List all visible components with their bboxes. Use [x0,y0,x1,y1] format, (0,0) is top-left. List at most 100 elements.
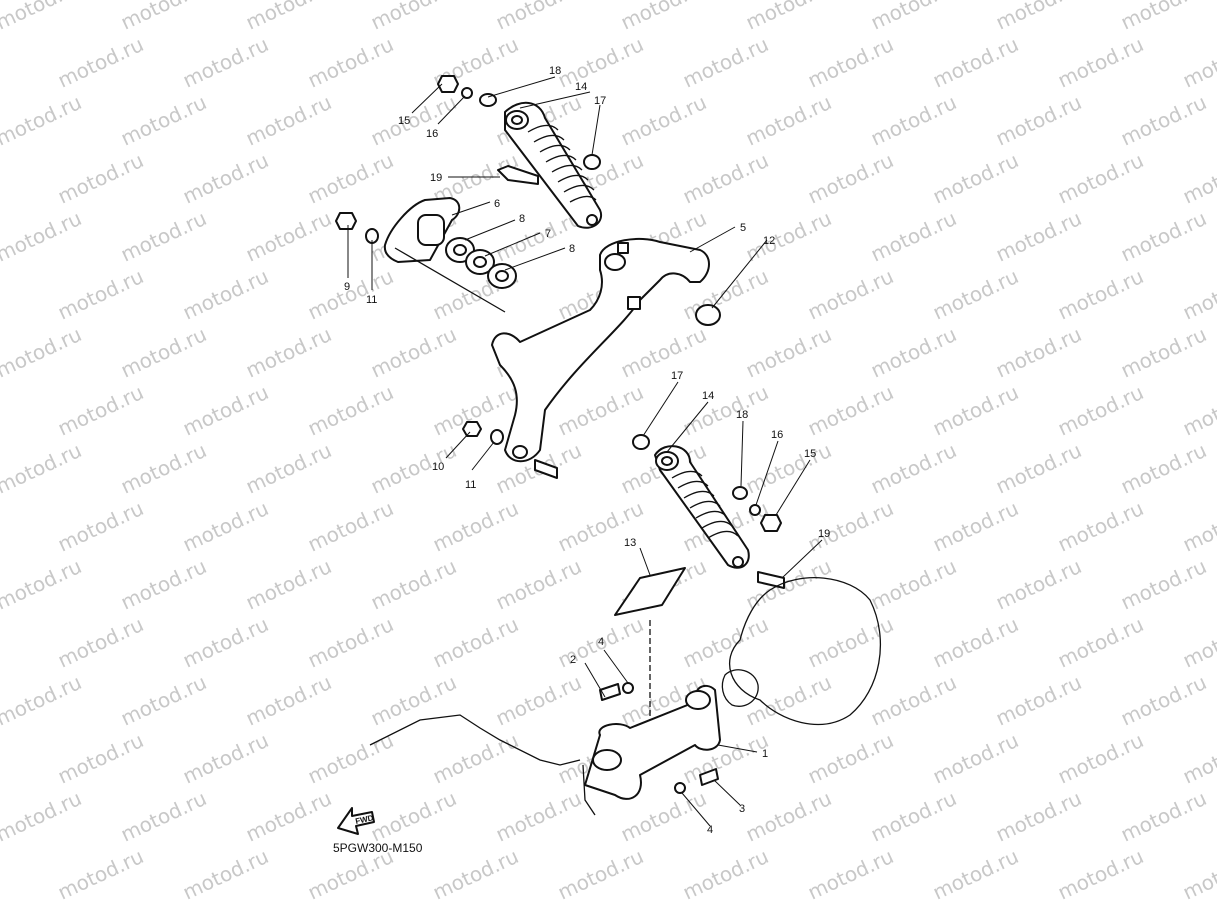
callout-11: 11 [465,479,476,491]
watermark-text: motod.ru [1054,844,1147,905]
watermark-text: motod.ru [929,380,1022,441]
watermark-text: motod.ru [54,728,147,789]
fwd-arrow-icon: FWD [337,807,375,835]
callout-18: 18 [549,65,561,77]
watermark-text: motod.ru [992,554,1085,615]
watermark-text: motod.ru [117,554,210,615]
watermark-text: motod.ru [1054,728,1147,789]
watermark-text: motod.ru [554,844,647,905]
watermark-text: motod.ru [1054,612,1147,673]
watermark-text: motod.ru [492,786,585,847]
watermark-text: motod.ru [179,728,272,789]
watermark-text: motod.ru [179,264,272,325]
watermark-text: motod.ru [304,148,397,209]
callout-14: 14 [575,81,587,93]
watermark-text: motod.ru [617,0,710,35]
callout-17: 17 [594,95,606,107]
watermark-text: motod.ru [1054,264,1147,325]
watermark-text: motod.ru [867,322,960,383]
watermark-text: motod.ru [117,90,210,151]
watermark-text: motod.ru [1117,90,1210,151]
watermark-text: motod.ru [117,0,210,35]
watermark-text: motod.ru [1179,844,1217,905]
rear-arm [462,237,721,479]
watermark-text: motod.ru [679,844,772,905]
watermark-text: motod.ru [367,786,460,847]
watermark-text: motod.ru [54,612,147,673]
watermark-text: motod.ru [0,90,85,151]
watermark-text: motod.ru [992,0,1085,35]
pivot-bracket-group [335,197,517,313]
watermark-text: motod.ru [992,322,1085,383]
watermark-text: motod.ru [554,32,647,93]
watermark-text: motod.ru [492,554,585,615]
watermark-text: motod.ru [929,844,1022,905]
watermark-text: motod.ru [304,496,397,557]
watermark-text: motod.ru [0,0,85,35]
callout-17: 17 [671,370,683,382]
watermark-text: motod.ru [179,32,272,93]
watermark-text: motod.ru [1179,264,1217,325]
callout-8: 8 [569,243,575,255]
callout-13: 13 [624,537,636,549]
watermark-text: motod.ru [679,148,772,209]
watermark-text: motod.ru [929,728,1022,789]
watermark-text: motod.ru [1117,438,1210,499]
watermark-text: motod.ru [54,844,147,905]
watermark-text: motod.ru [492,0,585,35]
watermark-text: motod.ru [1054,380,1147,441]
watermark-text: motod.ru [242,670,335,731]
watermark-text: motod.ru [804,380,897,441]
watermark-text: motod.ru [617,322,710,383]
watermark-text: motod.ru [867,554,960,615]
watermark-text: motod.ru [804,612,897,673]
watermark-text: motod.ru [1117,670,1210,731]
watermark-text: motod.ru [179,148,272,209]
callout-18: 18 [736,409,748,421]
callout-10: 10 [432,461,444,473]
callout-19: 19 [818,528,830,540]
watermark-text: motod.ru [804,32,897,93]
watermark-text: motod.ru [867,438,960,499]
callout-2: 2 [570,654,576,666]
watermark-text: motod.ru [1054,148,1147,209]
watermark-text: motod.ru [242,206,335,267]
engine-case-outline [369,577,882,816]
watermark-text: motod.ru [554,380,647,441]
watermark-text: motod.ru [117,786,210,847]
watermark-text: motod.ru [179,612,272,673]
watermark-text: motod.ru [304,264,397,325]
callout-12: 12 [763,235,775,247]
watermark-text: motod.ru [54,264,147,325]
watermark-text: motod.ru [742,0,835,35]
watermark-text: motod.ru [929,32,1022,93]
watermark-text: motod.ru [367,90,460,151]
watermark-text: motod.ru [367,554,460,615]
watermark-text: motod.ru [679,612,772,673]
watermark-text: motod.ru [1179,496,1217,557]
watermark-text: motod.ru [242,554,335,615]
callout-16: 16 [426,128,438,140]
watermark-text: motod.ru [1179,612,1217,673]
watermark-text: motod.ru [179,380,272,441]
callout-7: 7 [545,228,551,240]
watermark-text: motod.ru [992,670,1085,731]
watermark-text: motod.ru [804,844,897,905]
diagram-code: 5PGW300-M150 [333,841,423,855]
callout-9: 9 [344,281,350,293]
watermark-text: motod.ru [179,844,272,905]
watermark-text: motod.ru [1179,32,1217,93]
watermark-text: motod.ru [992,90,1085,151]
callout-3: 3 [739,803,745,815]
watermark-text: motod.ru [242,322,335,383]
watermark-text: motod.ru [367,0,460,35]
watermark-text: motod.ru [929,612,1022,673]
watermark-text: motod.ru [54,496,147,557]
watermark-text: motod.ru [1179,148,1217,209]
watermark-text: motod.ru [429,728,522,789]
watermark-text: motod.ru [304,32,397,93]
watermark-text: motod.ru [367,670,460,731]
watermark-text: motod.ru [54,32,147,93]
watermark-text: motod.ru [929,148,1022,209]
